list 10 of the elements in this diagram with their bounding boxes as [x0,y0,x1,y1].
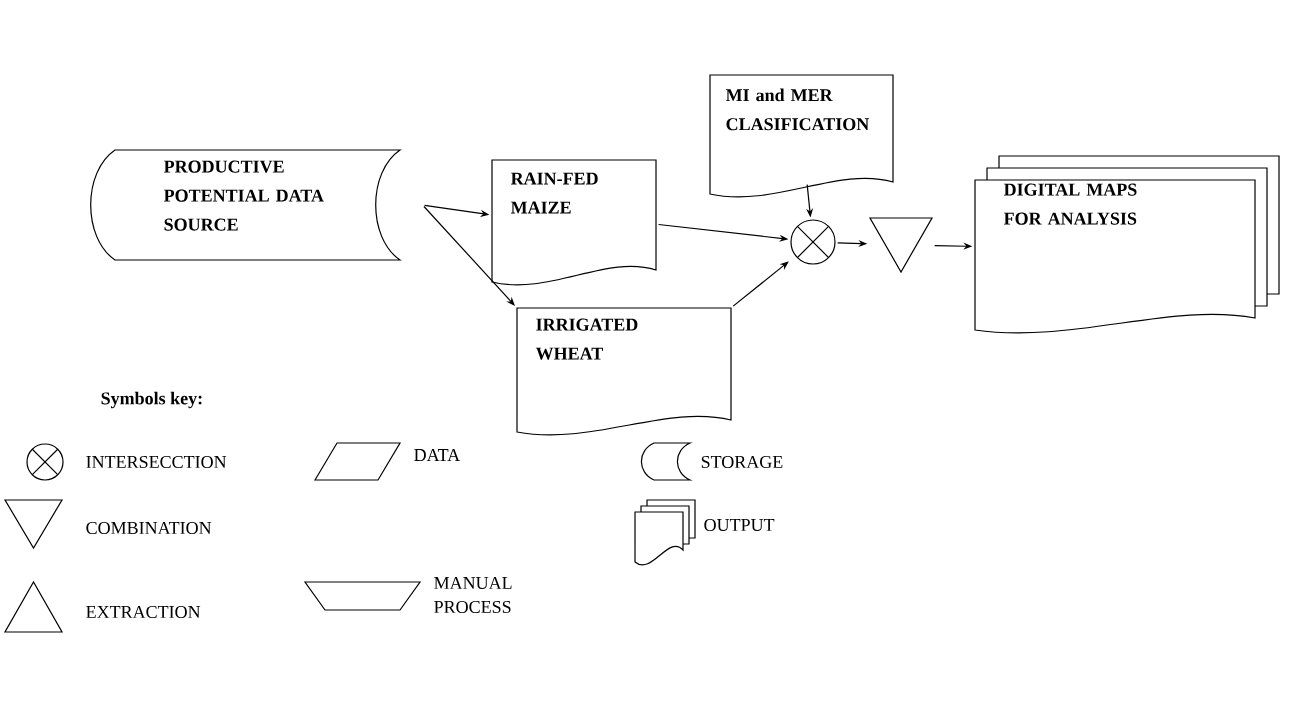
key-heading: Symbols key: [101,391,202,409]
legend-text: STORAGE [701,455,783,469]
intersection-symbol [790,219,836,265]
legend-text: MANUAL PROCESS [434,576,512,613]
legend-text: DATA [414,449,461,461]
legend-text: INTERSECCTION [86,455,227,469]
legend-text: COMBINATION [86,521,212,535]
legend-text: EXTRACTION [86,605,201,619]
legend-text: OUTPUT [704,518,775,532]
arrow [732,261,789,307]
